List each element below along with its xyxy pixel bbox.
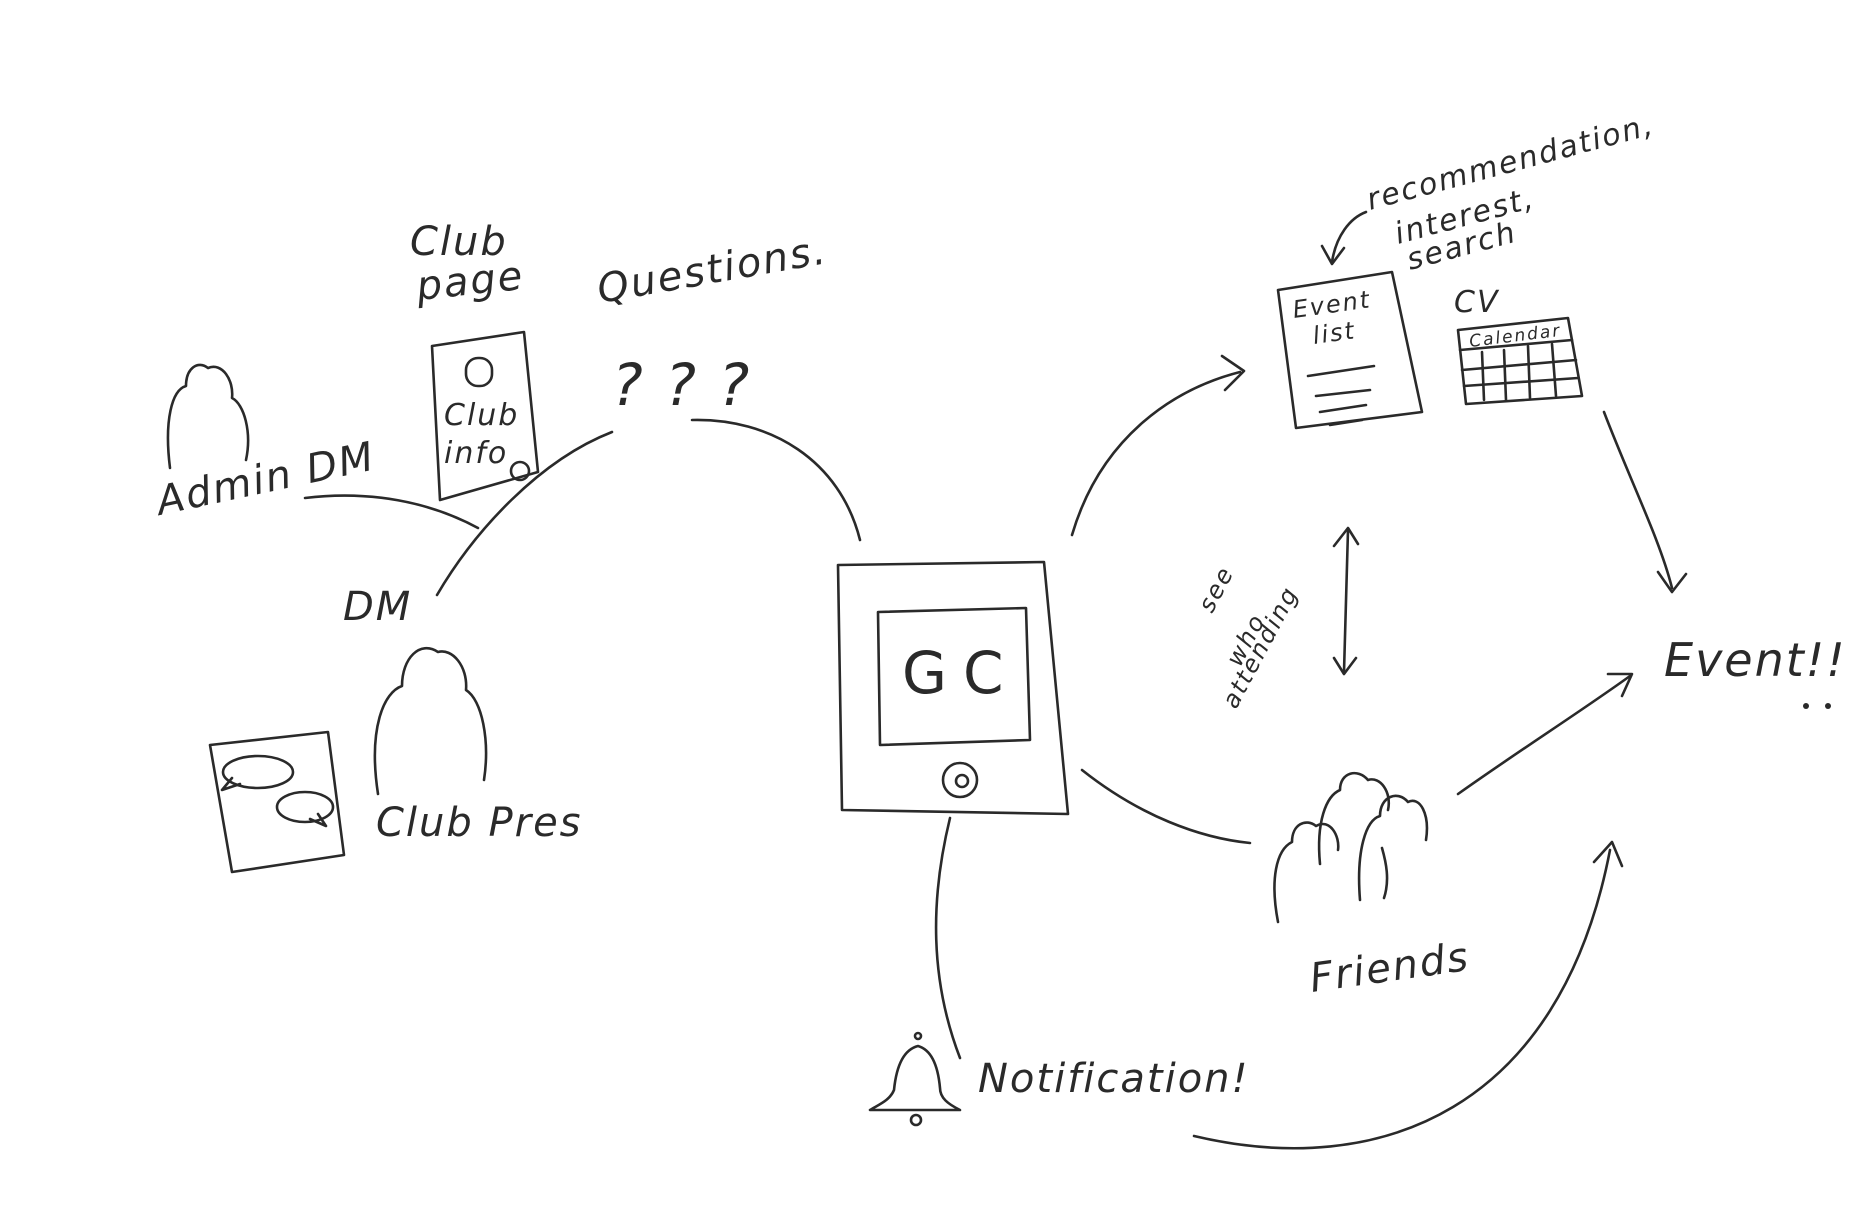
admin-dm-arc <box>303 494 480 530</box>
gc-label: GC <box>902 639 1019 707</box>
event-list-phone <box>1276 270 1424 430</box>
club-page-phone <box>430 330 540 502</box>
see-who-attending-arrow <box>1342 528 1350 674</box>
chat-bubble-icon-1 <box>221 754 295 790</box>
club-page-logo-icon <box>464 356 494 388</box>
notification-to-event-arrow <box>1192 848 1612 1150</box>
calendar-label: Calendar <box>1468 321 1562 352</box>
question-marks: ? ? ? <box>612 351 751 419</box>
see-who-arrowhead-bottom <box>1332 656 1358 676</box>
friends-to-event-arrow <box>1456 674 1632 796</box>
calendar-icon: Calendar <box>1456 316 1584 406</box>
gc-to-event-list-arrow <box>1070 370 1242 537</box>
friends-icon <box>1273 771 1429 924</box>
questions-label: Questions. <box>594 227 831 313</box>
club-pres-person-icon <box>373 646 488 796</box>
rec-note-arrowhead <box>1320 244 1346 266</box>
gc-phone <box>836 560 1070 816</box>
gc-to-notification-line <box>934 816 962 1060</box>
notification-label: Notification! <box>978 1056 1250 1102</box>
event-list-line-2 <box>1314 388 1372 398</box>
friends-to-event-arrowhead <box>1606 672 1634 698</box>
event-list-line-4 <box>1328 418 1364 427</box>
chat-phone <box>208 730 346 874</box>
calendar-to-event-arrowhead <box>1656 570 1688 594</box>
event-list-line-1 <box>1306 364 1376 378</box>
club-page-label: Club <box>410 219 508 265</box>
chat-bubble-tail-2 <box>308 812 328 828</box>
friends-label: Friends <box>1307 934 1473 1002</box>
event-list-label-2: list <box>1311 316 1358 350</box>
notification-to-event-arrowhead <box>1592 840 1624 868</box>
club-page-help-icon <box>509 460 531 482</box>
event-label: Event!! <box>1664 633 1847 687</box>
admin-dm-label: Admin DM <box>150 434 380 526</box>
dm-label: DM <box>343 584 412 630</box>
calendar-to-event-arrow <box>1602 410 1674 590</box>
club-pres-label: Club Pres <box>376 800 583 846</box>
chat-bubble-icon-2 <box>275 790 335 824</box>
gc-to-event-list-arrowhead <box>1220 354 1246 392</box>
club-page-label-2: page <box>413 253 526 310</box>
admin-person-icon <box>166 363 250 470</box>
rec-note-arrow <box>1330 210 1368 264</box>
event-dot-1 <box>1803 703 1809 709</box>
dm-to-club-page-arc <box>435 430 614 597</box>
cv-label: CV <box>1454 285 1500 320</box>
gc-screen <box>876 606 1032 747</box>
questions-to-gc-arc <box>690 418 862 542</box>
club-info-label-2: info <box>444 436 508 471</box>
see-who-arrowhead-top <box>1332 526 1360 548</box>
club-info-label-1: Club <box>444 398 519 433</box>
gc-home-button <box>941 761 979 799</box>
gc-home-button-inner <box>954 773 970 789</box>
bell-icon <box>868 1031 962 1127</box>
event-dot-2 <box>1825 703 1831 709</box>
event-list-label-1: Event <box>1291 285 1373 324</box>
chat-bubble-tail-1 <box>220 776 242 792</box>
event-list-line-3 <box>1318 403 1368 414</box>
see-who-label-1: see <box>1193 561 1240 617</box>
gc-to-friends-arc <box>1080 768 1252 845</box>
